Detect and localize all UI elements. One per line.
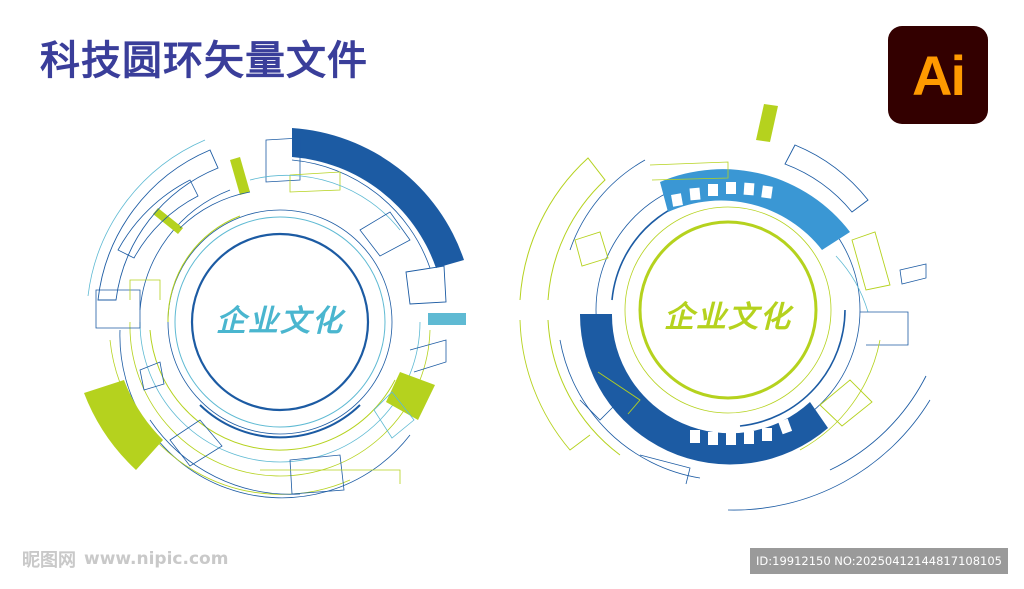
watermark-site-name: 昵图网 [22, 550, 76, 571]
watermark: 昵图网 www.nipic.com [22, 546, 228, 572]
right-ring-center-text: 企业文化 [664, 300, 792, 335]
left-ring-center-text: 企业文化 [216, 304, 344, 339]
page-title: 科技圆环矢量文件 [40, 38, 368, 84]
left-tech-ring [84, 128, 466, 499]
right-tech-ring [519, 104, 931, 511]
illustrator-logo: Ai [888, 26, 988, 124]
illustrator-logo-text: Ai [912, 43, 966, 107]
image-id-strip: ID:19912150 NO:20250412144817108105 [750, 548, 1008, 574]
watermark-url: www.nipic.com [84, 549, 229, 569]
